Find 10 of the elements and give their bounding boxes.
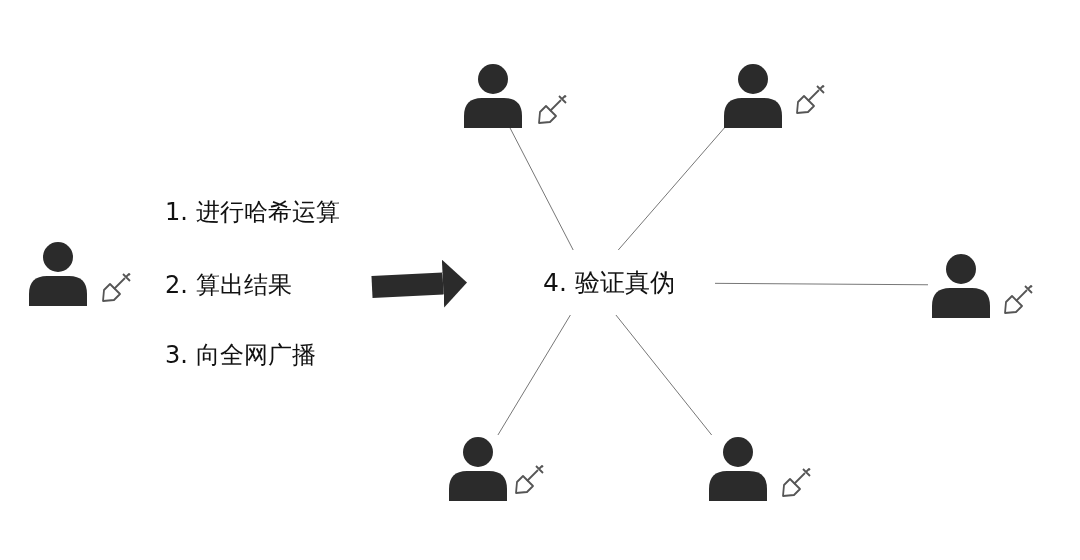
- block-arrow: [371, 259, 467, 308]
- connector-line: [497, 314, 571, 436]
- connector-line: [615, 314, 713, 436]
- connector-line: [714, 282, 929, 286]
- connector-line: [617, 127, 725, 251]
- connector-line: [509, 127, 574, 251]
- step-text: 2. 算出结果: [165, 270, 292, 301]
- node-text: 4. 验证真伪: [542, 267, 675, 299]
- step-text: 1. 进行哈希运算: [165, 197, 340, 228]
- step-text: 3. 向全网广播: [165, 340, 316, 371]
